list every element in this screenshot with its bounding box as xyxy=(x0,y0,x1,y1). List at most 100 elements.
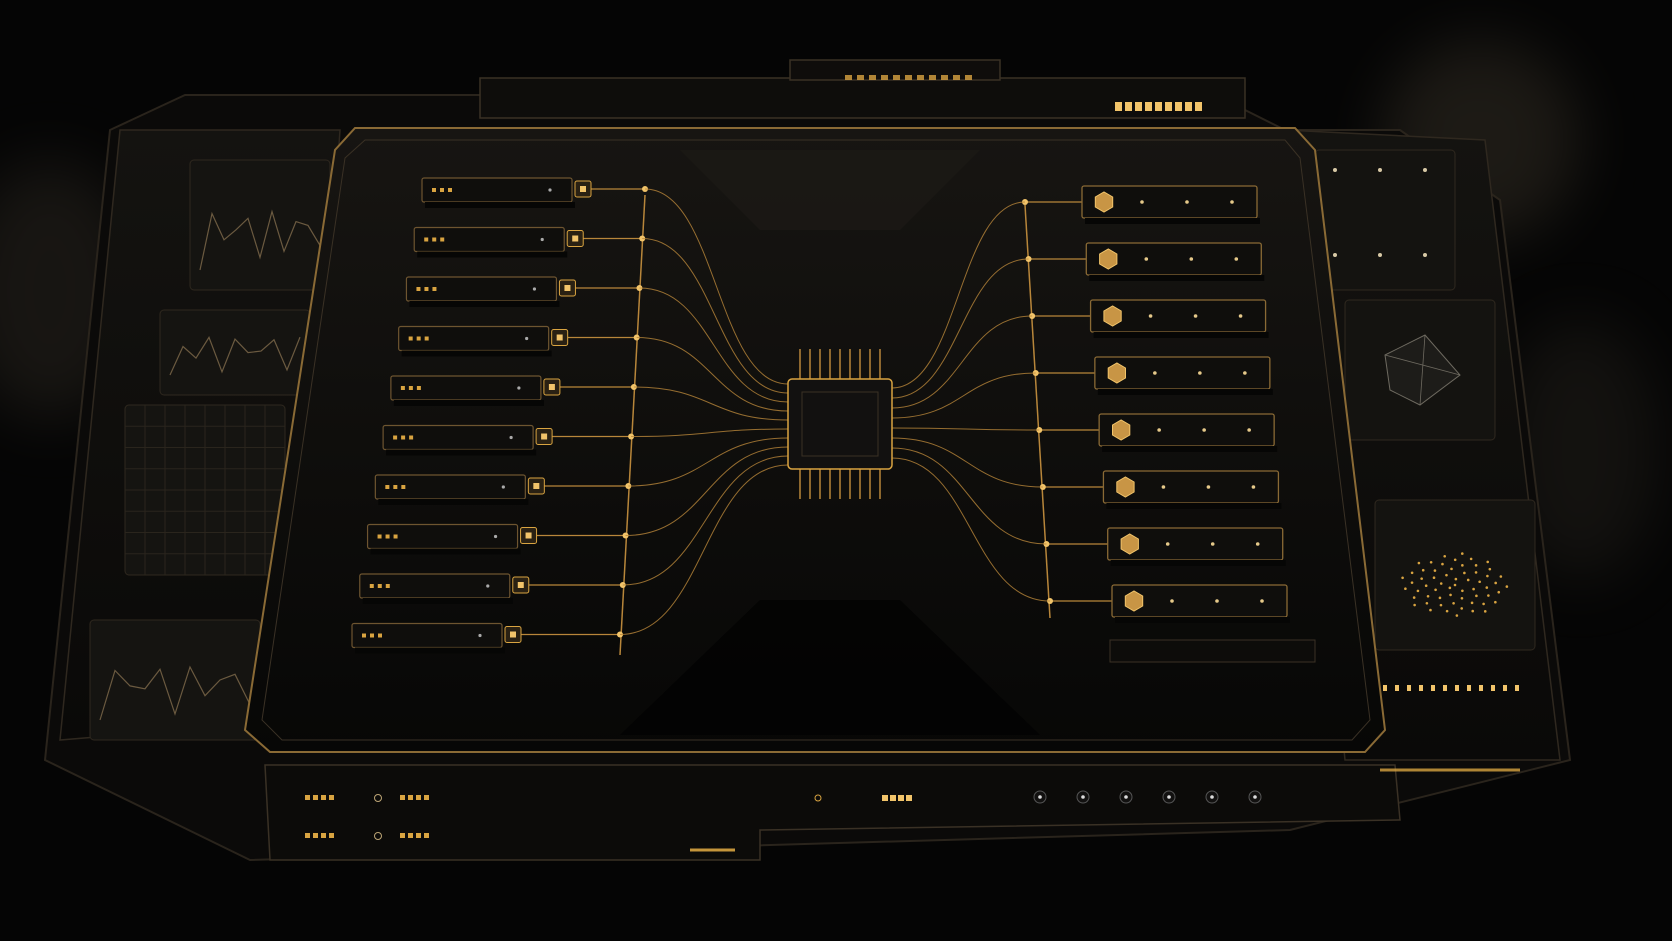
left-module xyxy=(421,177,592,208)
particle-network-icon xyxy=(1486,574,1489,578)
left-module xyxy=(366,523,538,555)
bottom-led xyxy=(416,833,421,838)
left-module xyxy=(374,474,545,505)
hexagon-cube-icon xyxy=(1103,305,1122,327)
hexagon-cube-icon xyxy=(1116,476,1135,498)
dots-icon xyxy=(1378,168,1382,172)
particle-network-icon xyxy=(1412,596,1416,599)
status-led xyxy=(416,386,421,390)
bottom-led xyxy=(321,833,326,838)
status-led xyxy=(393,485,398,489)
particle-network-icon xyxy=(1485,586,1489,589)
header-led xyxy=(1155,102,1162,111)
bottom-console xyxy=(264,764,1401,861)
side-panel-card xyxy=(1374,499,1536,651)
right-module xyxy=(1089,299,1269,338)
left-module xyxy=(382,424,553,456)
particle-network-icon xyxy=(1455,614,1459,617)
left-module-stack xyxy=(351,177,592,654)
signal-trace xyxy=(642,238,789,394)
particle-network-icon xyxy=(1494,600,1497,604)
cube-face xyxy=(517,582,524,588)
particle-network-icon xyxy=(1460,596,1464,600)
status-dot xyxy=(501,485,505,489)
status-dot xyxy=(486,584,490,588)
status-led xyxy=(424,336,429,341)
module-shadow xyxy=(378,499,529,505)
bottom-led xyxy=(305,833,310,838)
particle-network-icon xyxy=(1432,576,1436,580)
left-module xyxy=(405,276,576,307)
left-bus-line xyxy=(619,194,646,656)
particle-network-icon xyxy=(1470,601,1474,605)
signal-trace xyxy=(644,188,789,385)
bottom-led xyxy=(400,833,405,838)
particle-network-icon xyxy=(1499,575,1503,578)
bottom-led xyxy=(305,795,310,800)
signal-trace xyxy=(891,201,1026,389)
particle-network-icon xyxy=(1486,560,1490,564)
left-module xyxy=(390,375,561,406)
particle-network-icon xyxy=(1429,560,1433,564)
bottom-led xyxy=(408,795,413,800)
left-module xyxy=(351,622,522,654)
header-led xyxy=(941,75,948,80)
status-led xyxy=(401,435,406,440)
status-led xyxy=(1419,685,1423,691)
status-led xyxy=(1515,685,1519,691)
board-facet-bottom xyxy=(620,600,1040,735)
signal-trace xyxy=(891,457,1051,602)
particle-network-icon xyxy=(1421,568,1425,572)
status-dot xyxy=(1251,485,1256,489)
cube-face xyxy=(510,631,516,638)
status-led xyxy=(377,534,382,539)
status-dot xyxy=(1198,371,1202,375)
particle-network-icon xyxy=(1438,596,1442,600)
right-module xyxy=(1081,185,1260,224)
particle-network-icon xyxy=(1424,584,1428,588)
status-led xyxy=(1383,685,1387,691)
status-dot xyxy=(1255,542,1260,546)
particle-network-icon xyxy=(1439,582,1443,585)
dots-icon xyxy=(1423,168,1427,172)
status-dot xyxy=(1238,314,1243,318)
module-shadow xyxy=(386,449,537,456)
bottom-led xyxy=(329,795,334,800)
hexagon-cube-icon xyxy=(1099,248,1118,270)
bottom-led xyxy=(313,795,318,800)
right-side-panel xyxy=(1314,149,1456,291)
status-dot xyxy=(517,386,521,390)
status-led xyxy=(393,534,398,539)
status-led xyxy=(385,485,390,489)
right-side-panels xyxy=(1314,149,1536,691)
cube-face xyxy=(525,532,532,539)
bottom-led xyxy=(898,795,904,801)
particle-network-icon xyxy=(1475,594,1478,598)
status-dot xyxy=(1157,428,1161,432)
status-led xyxy=(370,633,374,638)
particle-network-icon xyxy=(1417,561,1421,565)
knob-center xyxy=(1167,795,1171,799)
signal-trace xyxy=(631,428,789,437)
status-led xyxy=(393,435,398,440)
particle-network-icon xyxy=(1494,581,1497,585)
dots-icon xyxy=(1333,253,1337,257)
right-module-base xyxy=(1109,639,1316,663)
status-led xyxy=(385,584,390,588)
left-side-panel xyxy=(159,309,311,396)
hexagon-cube-icon xyxy=(1120,533,1139,555)
right-module xyxy=(1098,413,1278,452)
status-dot xyxy=(1243,371,1247,375)
board-facet-top xyxy=(680,150,980,230)
peak-chart-icon xyxy=(99,665,251,721)
hexagon-cube-icon xyxy=(1107,362,1126,384)
status-dot xyxy=(548,188,552,192)
particle-network-icon xyxy=(1482,602,1485,606)
status-dot xyxy=(1247,428,1251,432)
right-side-panel xyxy=(1344,299,1496,441)
signal-trace xyxy=(891,258,1029,399)
status-led xyxy=(448,188,452,192)
header-led xyxy=(905,75,912,80)
cube-face xyxy=(548,384,555,390)
particle-network-icon xyxy=(1445,609,1449,613)
